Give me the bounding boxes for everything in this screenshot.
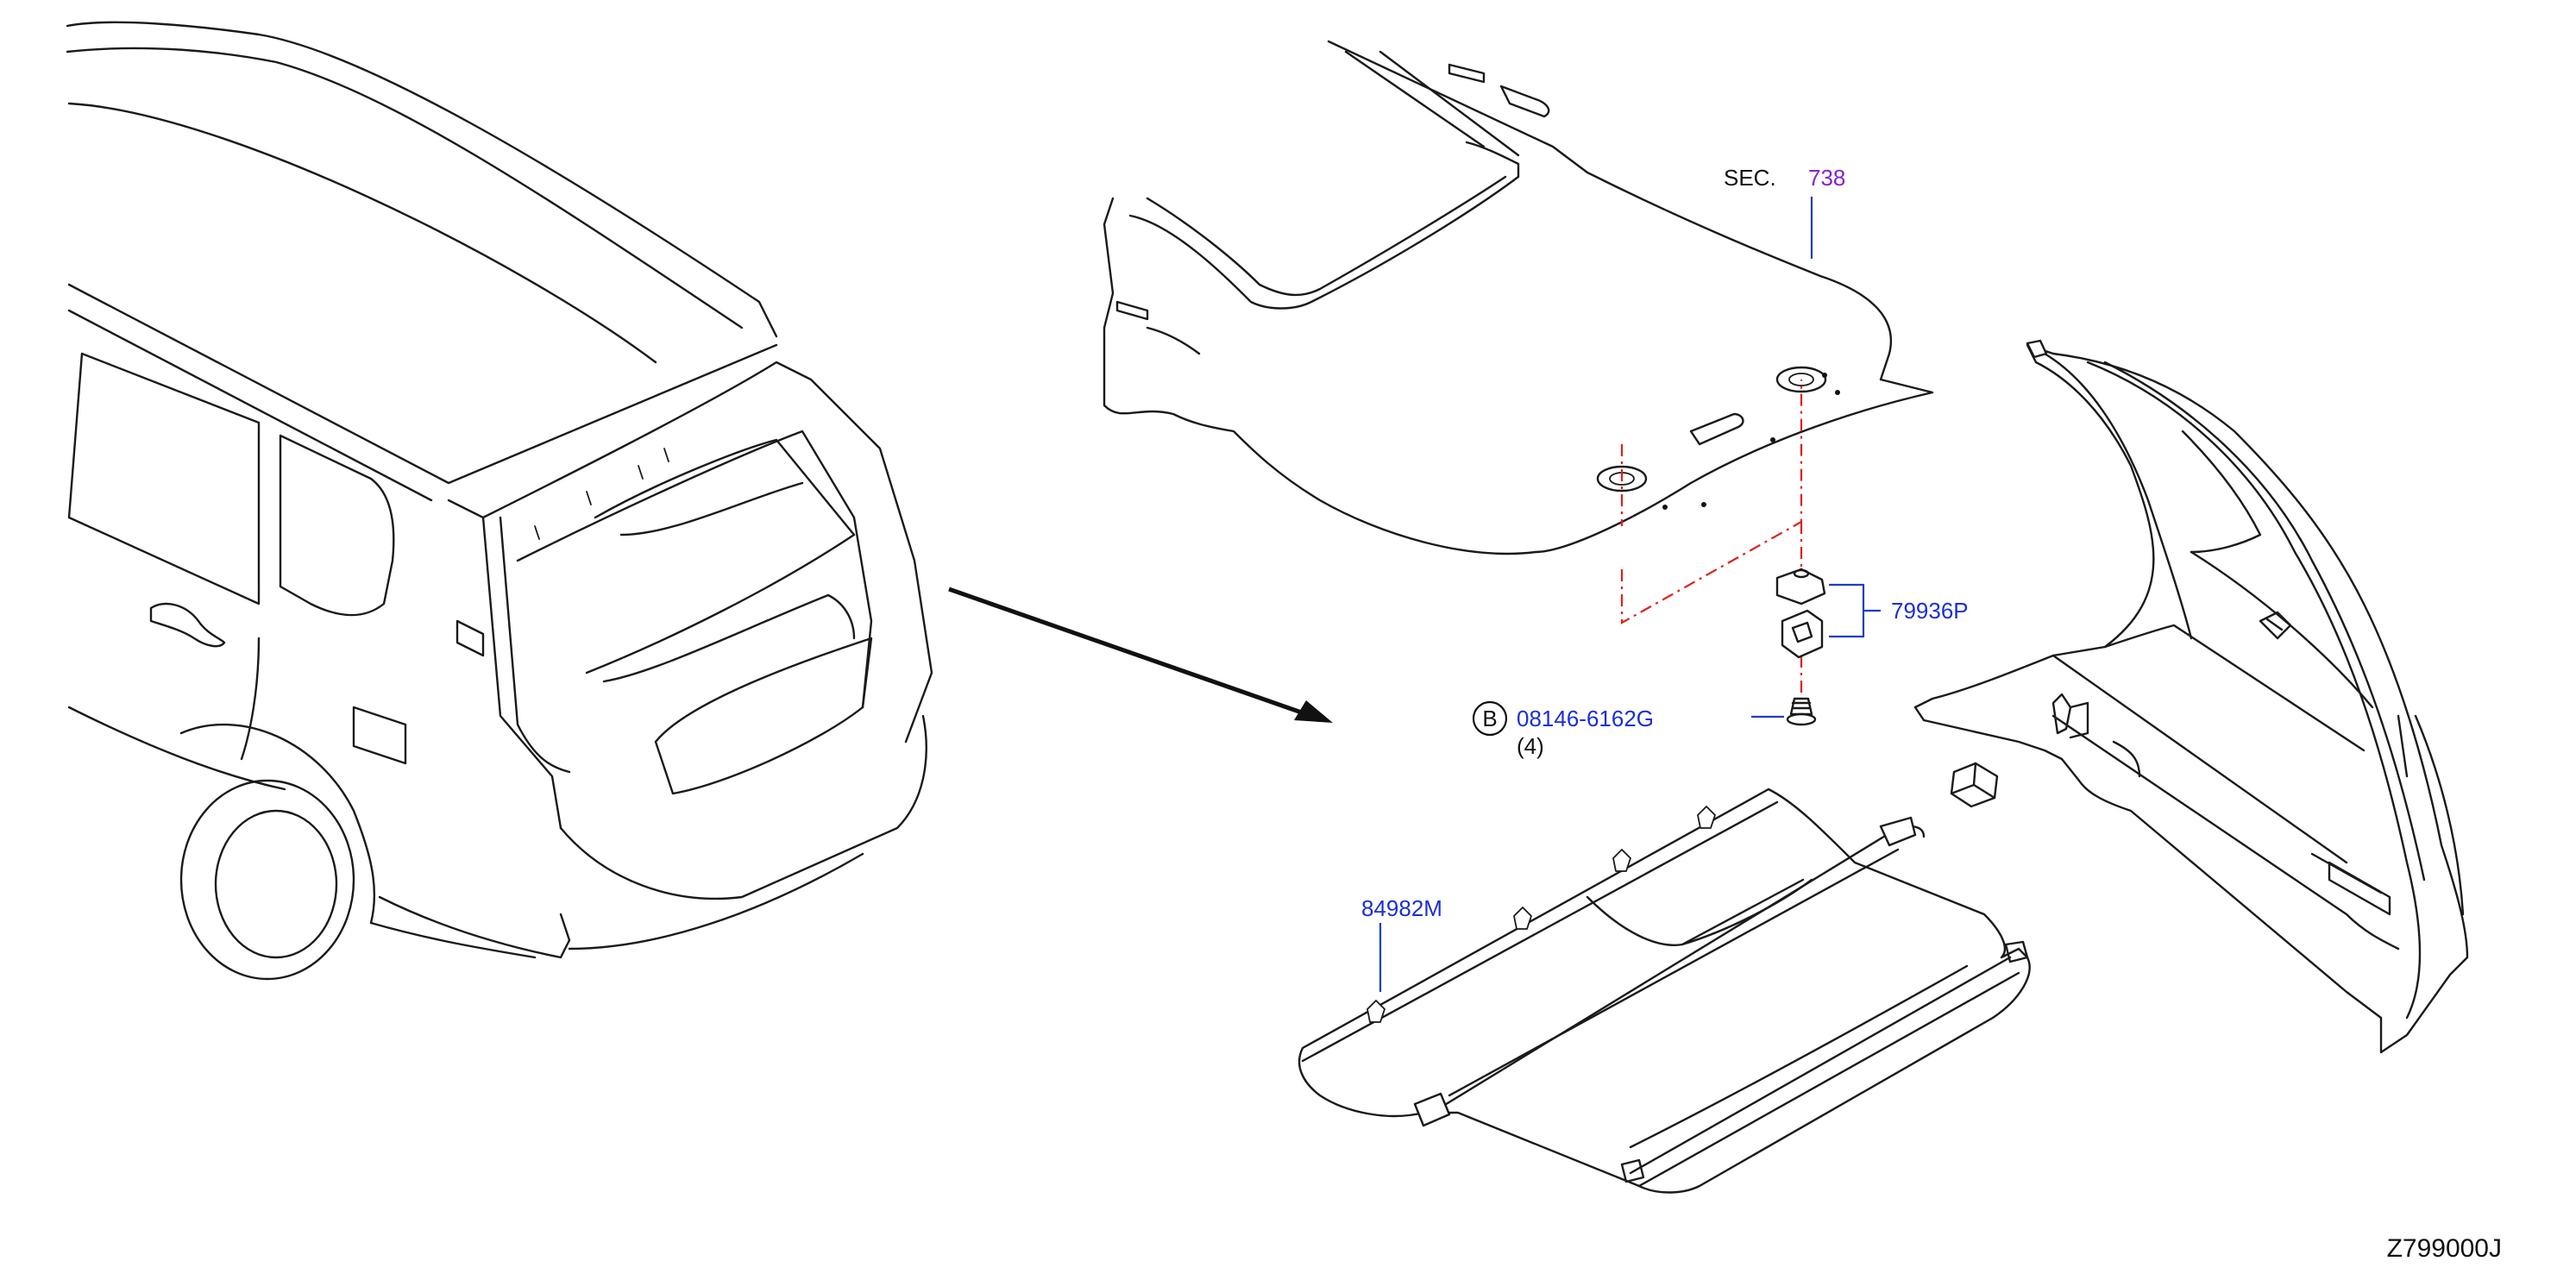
luggage-side-trim — [1913, 339, 2469, 1054]
tonneau-cover: 84982M — [1297, 787, 2031, 1194]
tonneau-part-number: 84982M — [1361, 895, 1442, 921]
section-prefix-label: SEC. — [1724, 165, 1776, 191]
diagram-code: Z799000J — [2387, 1234, 2502, 1263]
headlining-panel — [1103, 40, 1934, 555]
clip-parts: 79936P — [1775, 568, 1969, 659]
section-callout: SEC. 738 — [1724, 165, 1845, 259]
bolt-callout: B 08146-6162G (4) — [1472, 700, 1654, 759]
clip-part-number: 79936P — [1891, 598, 1969, 624]
direction-arrow — [948, 587, 1333, 723]
bolt-part-number: 08146-6162G — [1517, 706, 1654, 731]
vehicle-illustration — [66, 21, 933, 981]
bolt-quantity: (4) — [1517, 733, 1544, 759]
section-number-label: 738 — [1808, 165, 1845, 191]
bolt-symbol-circle — [1472, 700, 1508, 737]
mounting-dash-lines — [1620, 380, 1803, 694]
bolt-symbol-letter: B — [1482, 706, 1497, 731]
screw-part — [1751, 697, 1817, 726]
trim-clip — [1950, 762, 1999, 808]
